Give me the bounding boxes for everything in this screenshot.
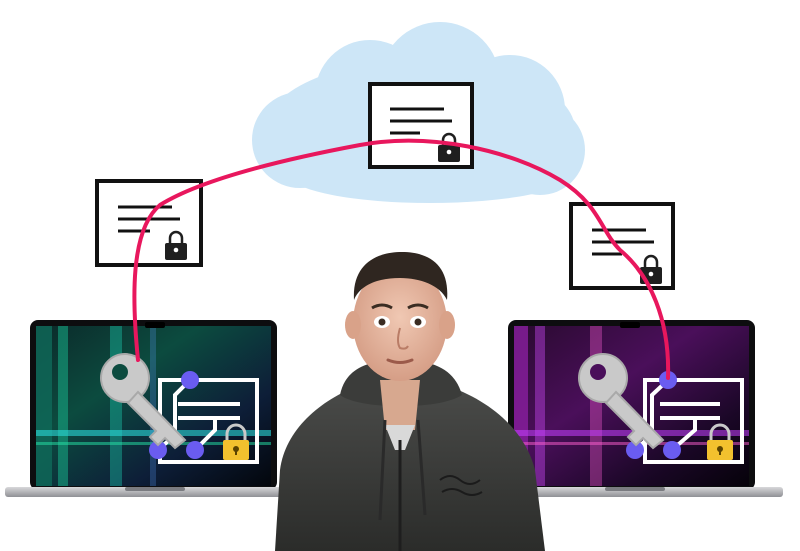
hoodie-logo (439, 475, 483, 496)
node-dots (149, 371, 204, 459)
laptop-left-overlay (100, 353, 259, 464)
padlock-icon (165, 230, 187, 260)
encrypted-document-left (95, 179, 203, 267)
laptop-right-overlay (578, 353, 744, 464)
padlock-icon (223, 423, 249, 460)
encrypted-document-cloud (368, 82, 474, 169)
key-icon (578, 353, 665, 450)
padlock-icon (707, 423, 733, 460)
laptop-left (5, 320, 300, 497)
key-icon (100, 353, 187, 450)
encrypted-document-right (569, 202, 675, 290)
connection-line (132, 138, 671, 380)
person-photo (275, 252, 545, 551)
padlock-icon (438, 132, 460, 162)
